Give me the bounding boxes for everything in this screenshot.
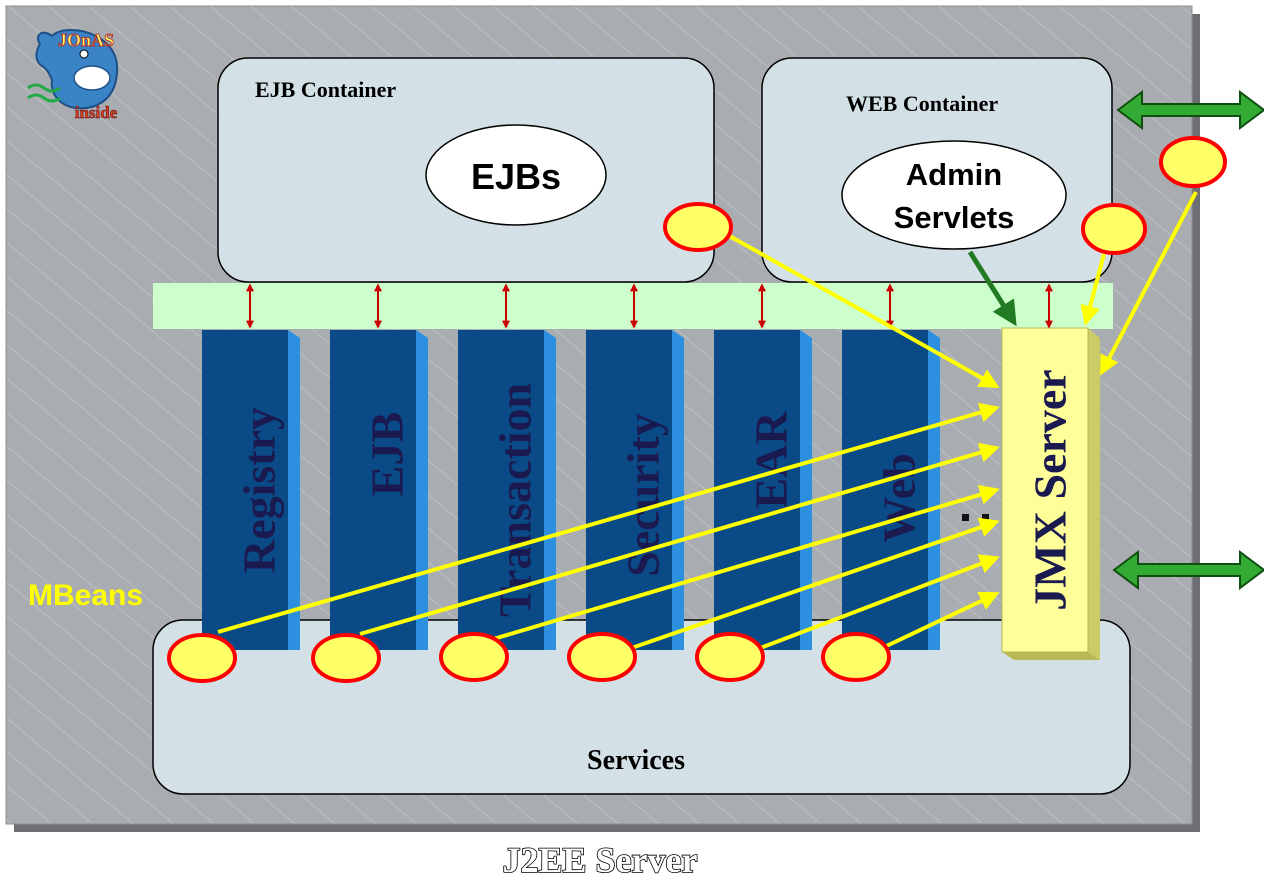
mbean-arrow (725, 232, 1000, 388)
mbean-oval (821, 632, 891, 682)
mbean-oval (663, 202, 733, 252)
mbean-oval (567, 632, 637, 682)
mbean-oval (695, 632, 765, 682)
ejb-container-label: EJB Container (255, 77, 396, 102)
jmx-server-front (1001, 327, 1089, 653)
mbean-arrow (489, 484, 1000, 642)
service-bar-label: Registry (234, 407, 285, 573)
mbean-arrow (217, 402, 1000, 634)
mbean-arrow (359, 442, 1000, 636)
service-bar-side (544, 330, 556, 650)
server-title: J2EE Server (503, 840, 698, 880)
jonas-logo: JOnAS inside (27, 29, 119, 122)
admin-servlets-line1: Admin (906, 157, 1002, 192)
ejbs-ellipse (425, 124, 607, 226)
service-bar-front (458, 330, 544, 650)
admin-to-jmx-arrow (967, 250, 1017, 327)
service-bar-label: Web (874, 453, 925, 542)
jmx-server-label: JMX Server (1025, 369, 1076, 610)
external-double-arrow-bottom (1112, 550, 1264, 590)
whale-mouth-icon (73, 65, 111, 91)
service-bar-side (416, 330, 428, 650)
double-arrow-icon (1112, 550, 1264, 590)
whale-eye-icon (79, 49, 89, 59)
service-bar-security: Security (586, 330, 684, 650)
service-bar-label: EJB (362, 412, 413, 496)
mbean-oval (1081, 203, 1147, 255)
bus-connector-arrows (246, 283, 1053, 329)
ellipsis-dot (962, 514, 969, 521)
jmx-server-bottom (1002, 652, 1100, 660)
web-container-label: WEB Container (846, 91, 998, 116)
mbean-arrow (1100, 191, 1198, 376)
double-arrow-icon (1116, 90, 1264, 130)
jmx-server: JMX Server (1001, 327, 1100, 660)
external-double-arrow-top (1116, 90, 1264, 130)
mbean-ovals (167, 136, 1227, 683)
service-bar-label: EAR (746, 411, 797, 509)
ejbs-label: EJBs (471, 156, 561, 197)
mbean-arrow (619, 517, 1000, 654)
logo-top-text: JOnAS (58, 30, 114, 50)
mbean-oval (439, 632, 509, 682)
mbean-oval (311, 633, 381, 683)
jmx-server-side (1088, 328, 1100, 660)
wave-icon-2 (27, 93, 61, 103)
mbean-arrow (877, 591, 1000, 652)
mbean-to-jmx-arrows (217, 191, 1198, 654)
mbeans-label: MBeans (28, 579, 143, 612)
services-label: Services (587, 745, 685, 776)
service-bar-side (672, 330, 684, 650)
service-bar-side (288, 330, 300, 650)
service-bar-ejb: EJB (330, 330, 428, 650)
mbean-arrow (1080, 253, 1106, 326)
service-bar-side (928, 330, 940, 650)
mbean-arrow (749, 554, 1000, 654)
service-bar-front (586, 330, 672, 650)
service-bar-transaction: Transaction (458, 330, 556, 650)
service-bar-registry: Registry (202, 330, 300, 650)
ellipsis-dot (982, 514, 989, 521)
service-bar-label: Transaction (490, 383, 541, 617)
admin-servlets-line2: Servlets (894, 200, 1015, 235)
mbean-oval (167, 633, 237, 683)
service-bar-front (202, 330, 288, 650)
mbean-oval (1159, 136, 1227, 188)
logo-bottom-text: inside (75, 103, 118, 122)
wave-icon (27, 83, 61, 93)
service-bar-side (800, 330, 812, 650)
admin-servlets-ellipse (841, 140, 1067, 250)
